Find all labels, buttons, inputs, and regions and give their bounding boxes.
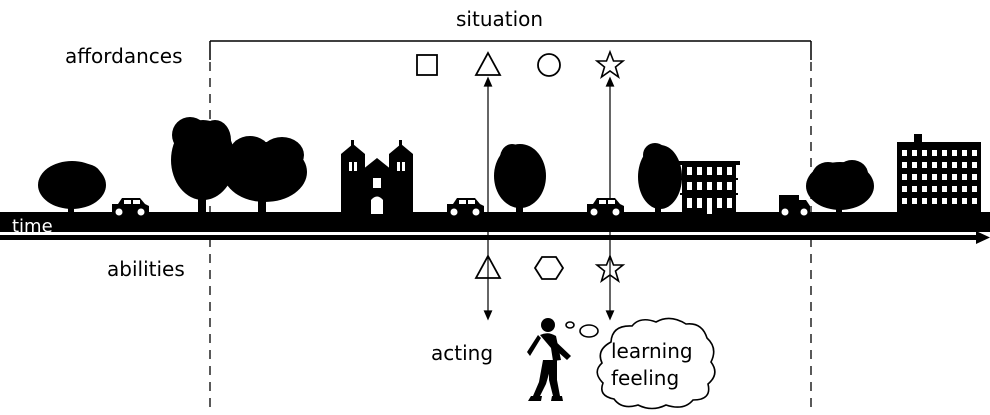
hexagon-icon [533,256,565,280]
thought-text-learning: learning [611,339,693,363]
situation-label: situation [456,7,544,31]
thought-text-feeling: feeling [611,366,680,390]
car-icon [587,198,624,216]
tree-6 [806,160,874,214]
car-icon [112,198,149,216]
ground-band [0,212,990,232]
tree-4 [494,144,546,214]
abilities-label: abilities [107,257,185,281]
square-icon [416,54,438,76]
tree-1 [38,161,106,214]
situation-bracket [209,40,812,60]
affordances-label: affordances [65,44,183,68]
triangle-link-arrow [483,76,493,321]
apartment-building-icon [897,134,981,214]
tree-5 [638,143,682,214]
triangle-icon [474,254,502,279]
house-icon [678,161,740,214]
car-icon [447,198,484,216]
walking-person-icon [527,318,571,401]
star-icon [594,253,626,283]
circle-icon [537,53,561,77]
time-arrow [0,231,990,244]
church-icon [341,140,413,214]
tree-2 [171,117,235,214]
triangle-icon [474,51,502,76]
thought-bubble [565,317,716,410]
star-icon [594,49,626,79]
time-label: time [12,216,53,237]
tree-3 [223,136,307,214]
acting-label: acting [431,341,494,365]
truck-icon [779,195,810,216]
